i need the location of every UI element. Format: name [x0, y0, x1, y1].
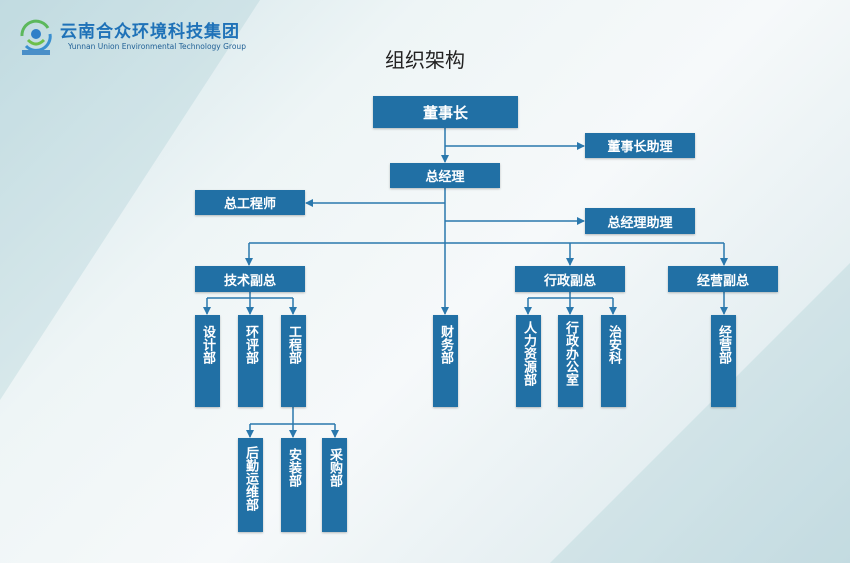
company-name-cn: 云南合众环境科技集团: [60, 22, 240, 42]
node-chief-engineer: 总工程师: [195, 190, 305, 215]
node-gm-assistant: 总经理助理: [585, 208, 695, 234]
node-general-manager: 总经理: [390, 163, 500, 188]
node-vp-business: 经营副总: [668, 266, 778, 292]
node-eia-dept: 环评部: [238, 315, 263, 407]
node-vp-admin: 行政副总: [515, 266, 625, 292]
node-vp-tech: 技术副总: [195, 266, 305, 292]
node-logistics-dept: 后勤运维部: [238, 438, 263, 532]
node-admin-office: 行政办公室: [558, 315, 583, 407]
node-engineering-dept: 工程部: [281, 315, 306, 407]
logo-icon: [18, 18, 54, 56]
page-title: 组织架构: [385, 48, 465, 72]
company-name-en: Yunnan Union Environmental Technology Gr…: [68, 42, 246, 51]
company-logo: 云南合众环境科技集团 Yunnan Union Environmental Te…: [18, 18, 246, 56]
node-hr-dept: 人力资源部: [516, 315, 541, 407]
node-chairman-assistant: 董事长助理: [585, 133, 695, 158]
node-security-dept: 治安科: [601, 315, 626, 407]
node-finance-dept: 财务部: [433, 315, 458, 407]
node-chairman: 董事长: [373, 96, 518, 128]
node-purchasing-dept: 采购部: [322, 438, 347, 532]
node-design-dept: 设计部: [195, 315, 220, 407]
node-installation-dept: 安装部: [281, 438, 306, 532]
background-facet: [550, 263, 850, 563]
node-business-dept: 经营部: [711, 315, 736, 407]
